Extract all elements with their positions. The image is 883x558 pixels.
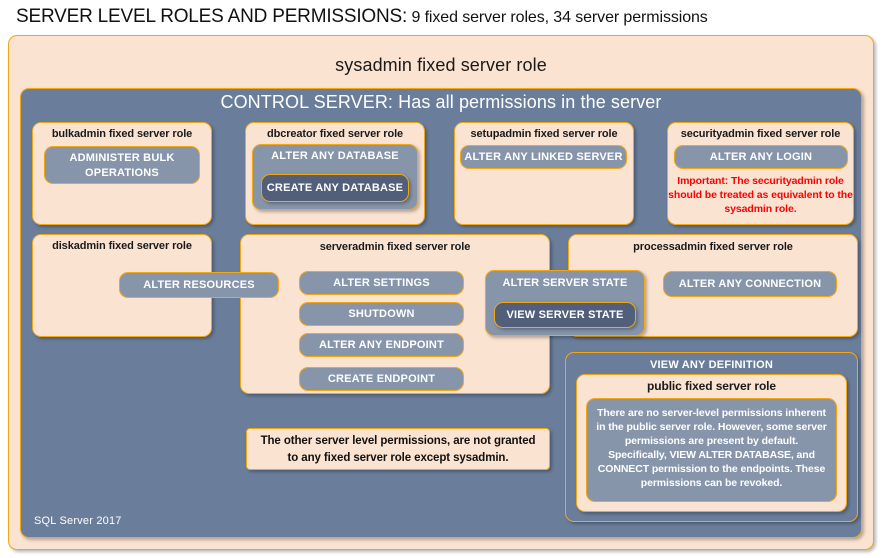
role-title-processadmin: processadmin fixed server role — [633, 241, 793, 253]
page-title-strong: SERVER LEVEL ROLES AND PERMISSIONS: — [16, 6, 408, 27]
permission-label: CREATE ANY DATABASE — [266, 182, 404, 194]
permission-label: ALTER RESOURCES — [143, 279, 255, 291]
permission-label-view-any-definition: VIEW ANY DEFINITION — [650, 359, 773, 371]
role-title-setupadmin: setupadmin fixed server role — [470, 128, 618, 140]
role-title-serveradmin: serveradmin fixed server role — [319, 241, 471, 253]
permission-label: CREATE ENDPOINT — [327, 373, 436, 385]
permission-label: ADMINISTER BULK OPERATIONS — [69, 152, 175, 179]
role-title-diskadmin: diskadmin fixed server role — [52, 240, 192, 252]
permission-label: VIEW SERVER STATE — [506, 309, 624, 321]
control-server-label: CONTROL SERVER: Has all permissions in t… — [220, 92, 662, 112]
securityadmin-warning-text: Important: The securityadmin role should… — [668, 175, 853, 215]
permission-alter-resources[interactable]: ALTER RESOURCES — [119, 272, 279, 298]
permission-alter-any-login[interactable]: ALTER ANY LOGIN — [674, 145, 848, 169]
permission-view-server-state[interactable]: VIEW SERVER STATE — [494, 302, 636, 328]
permission-alter-any-connection[interactable]: ALTER ANY CONNECTION — [663, 271, 837, 297]
permission-shutdown[interactable]: SHUTDOWN — [299, 302, 464, 326]
other-permissions-note-box: The other server level permissions, are … — [246, 428, 550, 470]
permission-alter-settings[interactable]: ALTER SETTINGS — [299, 271, 464, 295]
permission-label: ALTER ANY DATABASE — [271, 150, 399, 162]
role-title-dbcreator: dbcreator fixed server role — [266, 128, 404, 140]
role-box-securityadmin — [667, 122, 854, 225]
public-role-description-text: There are no server-level permissions in… — [596, 407, 827, 489]
page-title: SERVER LEVEL ROLES AND PERMISSIONS: 9 fi… — [16, 6, 876, 32]
role-box-setupadmin — [454, 122, 634, 225]
page-title-subtext: 9 fixed server roles, 34 server permissi… — [407, 9, 708, 26]
role-title-securityadmin: securityadmin fixed server role — [680, 128, 841, 140]
public-role-description-box: There are no server-level permissions in… — [586, 398, 837, 502]
footer-version-label: SQL Server 2017 — [34, 515, 122, 527]
permission-label: ALTER SETTINGS — [333, 277, 430, 289]
sysadmin-role-label: sysadmin fixed server role — [335, 55, 547, 75]
permission-label: ALTER ANY ENDPOINT — [318, 339, 444, 351]
permission-alter-any-endpoint[interactable]: ALTER ANY ENDPOINT — [299, 333, 464, 357]
role-title-bulkadmin: bulkadmin fixed server role — [51, 128, 193, 140]
permission-label: ALTER ANY LOGIN — [709, 151, 813, 163]
permission-label: ALTER SERVER STATE — [502, 277, 628, 289]
permission-label: ALTER ANY LINKED SERVER — [464, 151, 623, 163]
role-title-public: public fixed server role — [647, 379, 776, 393]
permission-create-any-database[interactable]: CREATE ANY DATABASE — [261, 174, 409, 202]
permission-administer-bulk-operations[interactable]: ADMINISTER BULK OPERATIONS — [44, 146, 200, 184]
permission-label: SHUTDOWN — [348, 308, 415, 320]
other-permissions-note-text: The other server level permissions, are … — [260, 435, 536, 464]
permission-create-endpoint[interactable]: CREATE ENDPOINT — [299, 367, 464, 391]
permission-label: ALTER ANY CONNECTION — [678, 278, 822, 290]
permission-alter-any-linked-server[interactable]: ALTER ANY LINKED SERVER — [460, 145, 627, 169]
